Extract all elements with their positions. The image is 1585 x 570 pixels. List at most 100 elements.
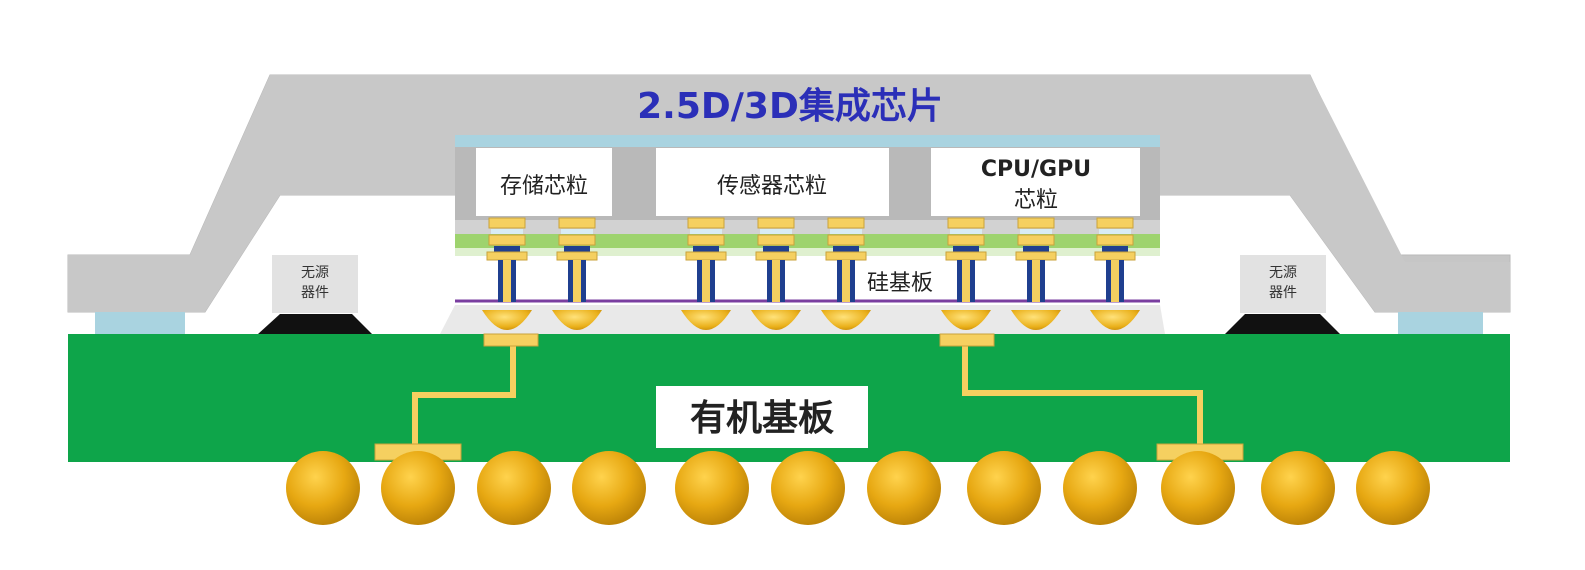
solder-ball xyxy=(675,451,749,525)
c4-bump xyxy=(681,310,731,330)
tsv-core xyxy=(573,260,581,302)
chiplet-top-strip xyxy=(455,135,1160,147)
solder-ball xyxy=(1356,451,1430,525)
micro-bump-base xyxy=(763,246,789,252)
tsv-core xyxy=(1032,260,1040,302)
solder-ball xyxy=(1063,451,1137,525)
micro-bump-mid xyxy=(687,234,725,246)
micro-bump-mid xyxy=(947,234,985,246)
solder-ball xyxy=(1161,451,1235,525)
tsv-core xyxy=(772,260,780,302)
tsv-pad-top xyxy=(486,251,528,261)
micro-bump-top xyxy=(558,217,596,229)
chiplet-sensor-label: 传感器芯粒 xyxy=(717,174,827,199)
micro-bump-top xyxy=(1096,217,1134,229)
micro-bump-layer xyxy=(1020,229,1052,234)
tsv-pad-top xyxy=(685,251,727,261)
trace-pad-top-left xyxy=(483,333,539,347)
tsv-column xyxy=(1011,217,1061,330)
interposer-label: 硅基板 xyxy=(867,271,933,296)
chiplet-memory-label: 存储芯粒 xyxy=(500,174,588,199)
tsv-column xyxy=(552,217,602,330)
passive-pad-left xyxy=(258,314,372,334)
tsv-column xyxy=(681,217,731,330)
micro-bump-base xyxy=(564,246,590,252)
solder-ball xyxy=(1261,451,1335,525)
micro-bump-mid xyxy=(757,234,795,246)
solder-ball xyxy=(477,451,551,525)
passive-label-left-line2: 器件 xyxy=(301,285,329,301)
c4-bump xyxy=(821,310,871,330)
micro-bump-base xyxy=(693,246,719,252)
passive-label-right-line2: 器件 xyxy=(1269,285,1297,301)
tsv-core xyxy=(1111,260,1119,302)
underfill xyxy=(440,305,1165,334)
micro-bump-mid xyxy=(1096,234,1134,246)
chiplet-cpu-gpu-label-line2: 芯粒 xyxy=(1014,188,1058,213)
tsv-column xyxy=(1090,217,1140,330)
micro-bump-layer xyxy=(690,229,722,234)
tsv-pad-top xyxy=(945,251,987,261)
solder-ball xyxy=(381,451,455,525)
micro-bump-layer xyxy=(830,229,862,234)
interposer-layer-light xyxy=(455,248,1160,256)
micro-bump-top xyxy=(687,217,725,229)
lid-foot-right xyxy=(1398,312,1483,334)
micro-bump-mid xyxy=(827,234,865,246)
passive-label-left-line1: 无源 xyxy=(301,265,329,281)
tsv-pad-top xyxy=(556,251,598,261)
micro-bump-top xyxy=(757,217,795,229)
trace-pad-top-right xyxy=(939,333,995,347)
lid-foot-left xyxy=(95,312,185,334)
substrate-trace-left xyxy=(412,344,516,448)
solder-ball xyxy=(572,451,646,525)
micro-bump-layer xyxy=(760,229,792,234)
substrate-label-box xyxy=(656,386,868,448)
tsv-core xyxy=(842,260,850,302)
micro-bump-top xyxy=(1017,217,1055,229)
tsv-core xyxy=(702,260,710,302)
passive-pad-right xyxy=(1225,314,1340,334)
micro-bump-base xyxy=(494,246,520,252)
solder-ball xyxy=(967,451,1041,525)
chiplet-memory xyxy=(476,148,612,216)
solder-ball xyxy=(867,451,941,525)
tsv-column xyxy=(482,217,532,330)
micro-bump-layer xyxy=(561,229,593,234)
chiplet-cpu-gpu xyxy=(931,148,1140,216)
tsv-pad-top xyxy=(1015,251,1057,261)
passive-body-right xyxy=(1240,255,1326,313)
diagram-title: 2.5D/3D集成芯片 xyxy=(637,86,943,127)
tsv-column xyxy=(821,217,871,330)
micro-bump-layer xyxy=(1099,229,1131,234)
tsv-pad-top xyxy=(1094,251,1136,261)
micro-bump-layer xyxy=(491,229,523,234)
tsv-core xyxy=(962,260,970,302)
micro-bump-base xyxy=(1023,246,1049,252)
c4-bump xyxy=(482,310,532,330)
tsv-array xyxy=(482,217,1140,330)
solder-ball xyxy=(771,451,845,525)
tsv-column xyxy=(751,217,801,330)
passive-label-right-line1: 无源 xyxy=(1269,265,1297,281)
micro-bump-top xyxy=(488,217,526,229)
micro-bump-top xyxy=(947,217,985,229)
solder-ball xyxy=(286,451,360,525)
tsv-pad-top xyxy=(755,251,797,261)
micro-bump-mid xyxy=(488,234,526,246)
micro-bump-mid xyxy=(1017,234,1055,246)
c4-bump xyxy=(1090,310,1140,330)
micro-bump-layer xyxy=(950,229,982,234)
tsv-column xyxy=(941,217,991,330)
micro-bump-base xyxy=(833,246,859,252)
micro-bump-top xyxy=(827,217,865,229)
bga-solder-balls xyxy=(286,451,1430,525)
interposer-layer-white xyxy=(455,256,1160,300)
substrate-trace-right xyxy=(962,344,1203,448)
chiplet-cpu-gpu-label-line1: CPU/GPU xyxy=(981,157,1091,182)
c4-bump xyxy=(552,310,602,330)
micro-bump-base xyxy=(1102,246,1128,252)
c4-bump xyxy=(941,310,991,330)
chiplet-sensor xyxy=(656,148,889,216)
